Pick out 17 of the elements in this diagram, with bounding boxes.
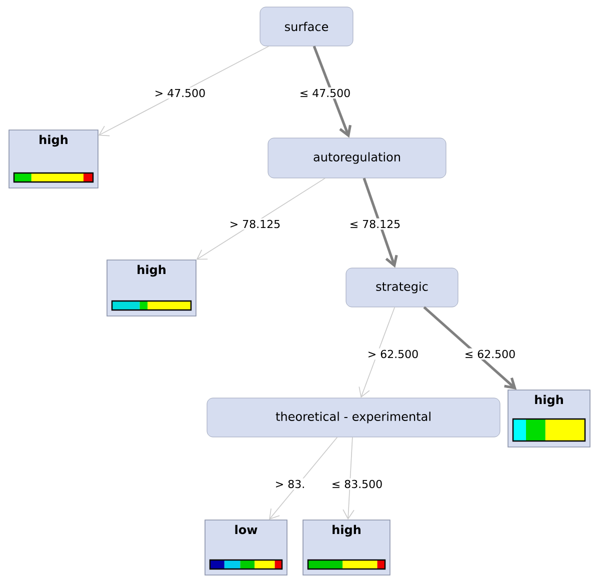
arrow [312,46,352,138]
split-node: autoregulation [268,138,446,178]
arrow [358,306,396,398]
arrow [423,306,517,390]
arrow [342,436,354,520]
split-node: strategic [346,268,458,308]
leaf-box: high [106,260,196,316]
arrow [362,178,398,268]
leaf-box: high [508,390,590,448]
arrow [98,46,270,136]
arrow [196,178,326,260]
leaf-box: high [302,520,390,576]
split-node: surface [260,6,354,46]
arrow [269,436,338,520]
split-node: theoretical - experimental [206,398,500,438]
leaf-box: high [8,130,98,188]
leaf-box: low [204,520,288,576]
